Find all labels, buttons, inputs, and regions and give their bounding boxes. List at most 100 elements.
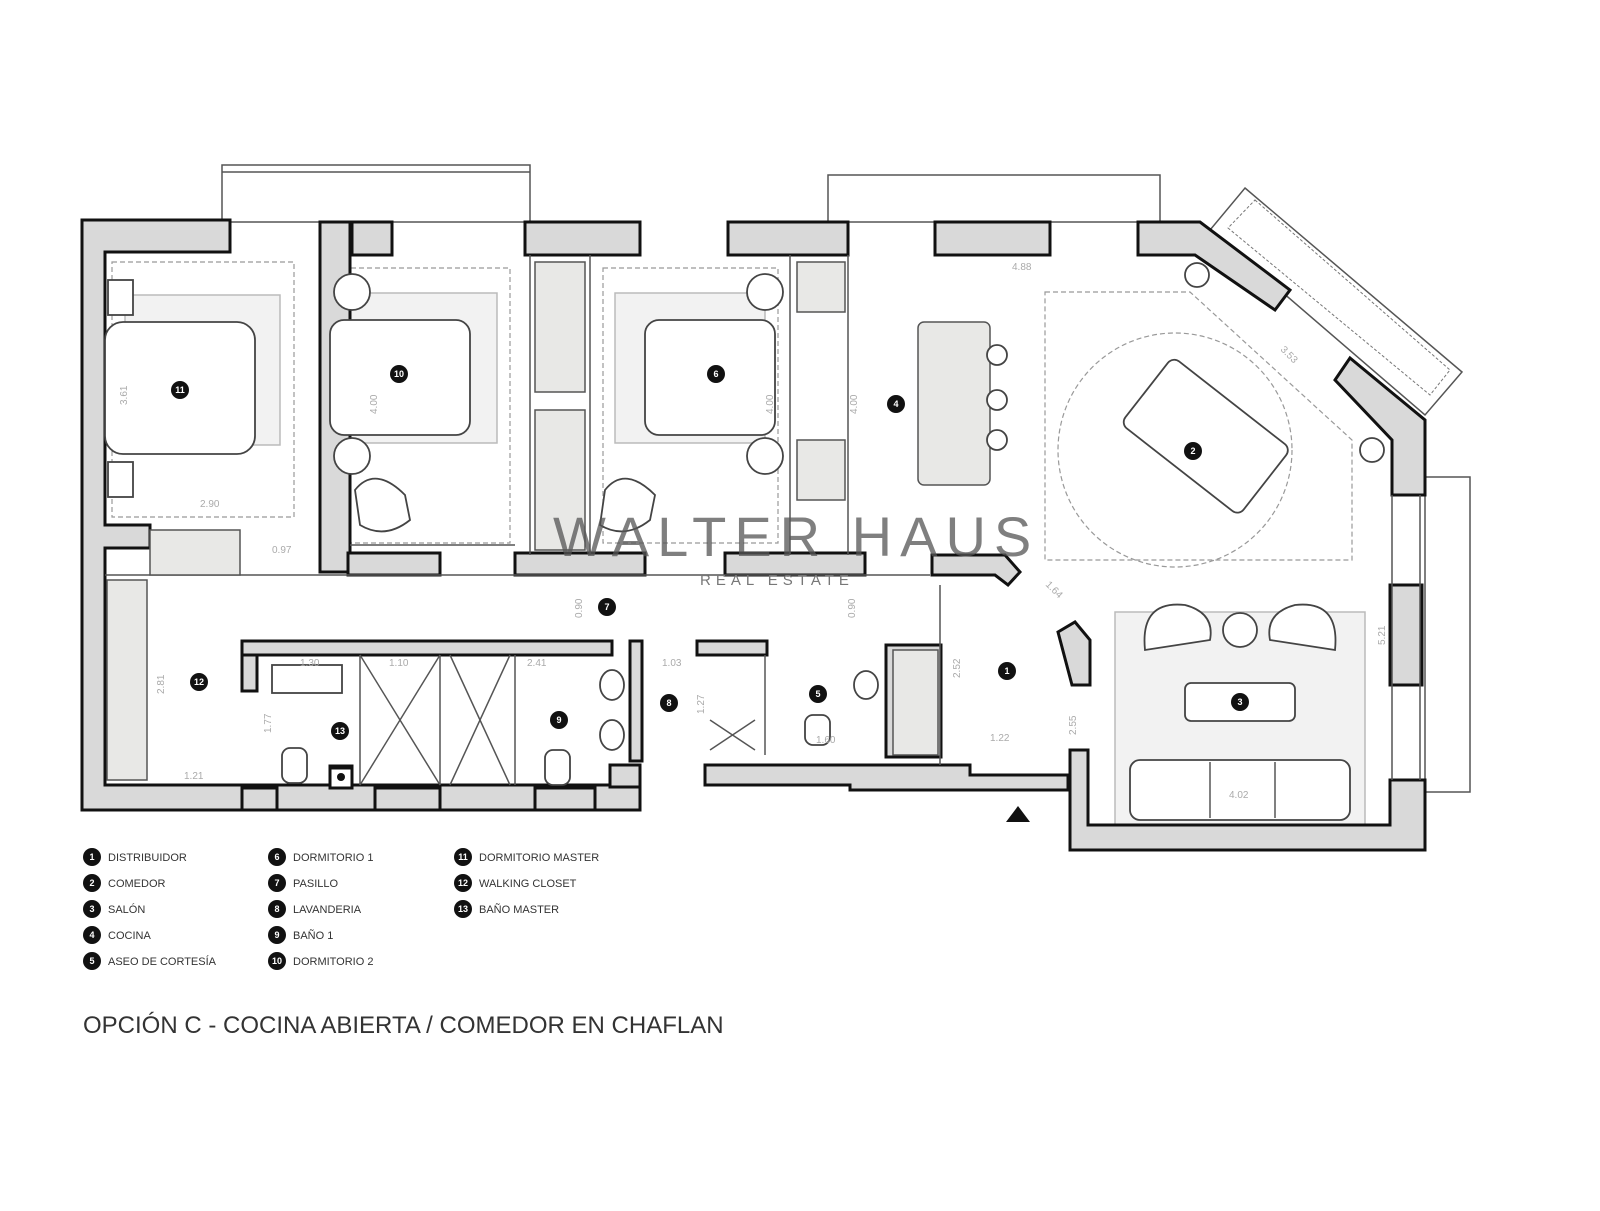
dimension: 3.61 [119, 385, 130, 405]
room-marker-4: 4 [887, 395, 905, 413]
room-marker-10: 10 [390, 365, 408, 383]
svg-text:10: 10 [272, 956, 282, 966]
dimension: 1.64 [1043, 579, 1065, 601]
legend-item: 1 DISTRIBUIDOR [83, 848, 187, 866]
svg-text:12: 12 [194, 677, 204, 687]
svg-text:9: 9 [556, 715, 561, 725]
partitions [105, 255, 1421, 786]
svg-text:11: 11 [175, 385, 185, 395]
svg-text:8: 8 [274, 904, 279, 914]
svg-text:DISTRIBUIDOR: DISTRIBUIDOR [108, 852, 187, 864]
svg-text:2: 2 [1190, 446, 1195, 456]
svg-text:BAÑO MASTER: BAÑO MASTER [479, 903, 559, 916]
svg-text:WALKING CLOSET: WALKING CLOSET [479, 878, 577, 890]
legend-item: 7 PASILLO [268, 874, 338, 892]
dimension: 4.88 [1012, 262, 1032, 273]
plan-title: OPCIÓN C - COCINA ABIERTA / COMEDOR EN C… [83, 1012, 724, 1039]
svg-text:WALTER HAUS: WALTER HAUS [553, 505, 1039, 568]
svg-text:3: 3 [1237, 697, 1242, 707]
svg-text:2: 2 [89, 878, 94, 888]
legend-item: 8 LAVANDERIA [268, 900, 362, 918]
room-marker-8: 8 [660, 694, 678, 712]
legend-item: 3 SALÓN [83, 900, 145, 918]
dimension: 1.21 [184, 771, 204, 782]
room-marker-7: 7 [598, 598, 616, 616]
legend-item: 10 DORMITORIO 2 [268, 952, 373, 970]
dimension: 4.00 [849, 394, 860, 414]
legend-item: 12 WALKING CLOSET [454, 874, 577, 892]
room-marker-13: 13 [331, 722, 349, 740]
dimension: 0.90 [574, 598, 585, 618]
svg-text:9: 9 [274, 930, 279, 940]
furniture [104, 261, 1385, 822]
svg-text:13: 13 [458, 904, 468, 914]
dimension: 2.41 [527, 658, 547, 669]
svg-text:BAÑO 1: BAÑO 1 [293, 929, 333, 942]
svg-text:10: 10 [394, 369, 404, 379]
svg-text:12: 12 [458, 878, 468, 888]
legend-item: 2 COMEDOR [83, 874, 166, 892]
svg-text:5: 5 [815, 689, 820, 699]
dimension: 4.02 [1229, 790, 1249, 801]
room-marker-12: 12 [190, 673, 208, 691]
dimension: 2.81 [156, 674, 167, 694]
legend-item: 13 BAÑO MASTER [454, 900, 559, 918]
watermark-logo: WALTER HAUS REAL ESTATE [553, 505, 1039, 589]
room-markers: 1 2 3 4 5 6 7 8 9 10 11 12 13 [171, 365, 1249, 740]
svg-text:11: 11 [458, 852, 468, 862]
room-marker-9: 9 [550, 711, 568, 729]
svg-text:13: 13 [335, 726, 345, 736]
svg-text:6: 6 [713, 369, 718, 379]
svg-text:4: 4 [89, 930, 94, 940]
svg-text:COMEDOR: COMEDOR [108, 878, 166, 890]
legend-item: 5 ASEO DE CORTESÍA [83, 952, 217, 970]
svg-text:1: 1 [1004, 666, 1009, 676]
dimension: 4.00 [369, 394, 380, 414]
room-marker-2: 2 [1184, 442, 1202, 460]
dimension: 1.10 [389, 658, 409, 669]
legend: 1 DISTRIBUIDOR 2 COMEDOR 3 SALÓN 4 COCINA 5 A… [83, 848, 599, 970]
legend-item: 4 COCINA [83, 926, 151, 944]
svg-text:COCINA: COCINA [108, 930, 151, 942]
dimension-labels: 3.61 2.90 0.97 4.00 4.00 4.00 4.88 3.53 … [119, 262, 1388, 801]
dimension: 1.30 [300, 658, 320, 669]
dimension: 1.77 [263, 713, 274, 733]
dimension: 2.90 [200, 499, 220, 510]
legend-item: 11 DORMITORIO MASTER [454, 848, 599, 866]
svg-text:1: 1 [89, 852, 94, 862]
svg-text:8: 8 [666, 698, 671, 708]
svg-text:ASEO DE CORTESÍA: ASEO DE CORTESÍA [108, 955, 217, 968]
svg-text:4: 4 [893, 399, 898, 409]
dimension: 2.52 [952, 658, 963, 678]
svg-text:LAVANDERIA: LAVANDERIA [293, 904, 362, 916]
dimension: 5.21 [1377, 625, 1388, 645]
legend-item: 9 BAÑO 1 [268, 926, 333, 944]
dimension: 1.60 [816, 735, 836, 746]
svg-text:3: 3 [89, 904, 94, 914]
dimension: 4.00 [765, 394, 776, 414]
svg-text:DORMITORIO 1: DORMITORIO 1 [293, 852, 373, 864]
room-marker-3: 3 [1231, 693, 1249, 711]
svg-text:DORMITORIO MASTER: DORMITORIO MASTER [479, 852, 599, 864]
dimension: 1.22 [990, 733, 1010, 744]
svg-text:7: 7 [274, 878, 279, 888]
room-marker-1: 1 [998, 662, 1016, 680]
room-marker-5: 5 [809, 685, 827, 703]
svg-text:DORMITORIO 2: DORMITORIO 2 [293, 956, 373, 968]
room-marker-11: 11 [171, 381, 189, 399]
svg-text:5: 5 [89, 956, 94, 966]
svg-text:PASILLO: PASILLO [293, 878, 338, 890]
room-marker-6: 6 [707, 365, 725, 383]
dimension: 0.97 [272, 545, 292, 556]
svg-text:7: 7 [604, 602, 609, 612]
dimension: 2.55 [1068, 715, 1079, 735]
dimension: 0.90 [847, 598, 858, 618]
entrance-arrow-icon [1006, 806, 1030, 822]
dimension: 3.53 [1278, 344, 1300, 366]
dimension: 1.03 [662, 658, 682, 669]
dimension: 1.27 [696, 694, 707, 714]
svg-text:REAL ESTATE: REAL ESTATE [700, 572, 854, 589]
svg-text:SALÓN: SALÓN [108, 903, 145, 916]
